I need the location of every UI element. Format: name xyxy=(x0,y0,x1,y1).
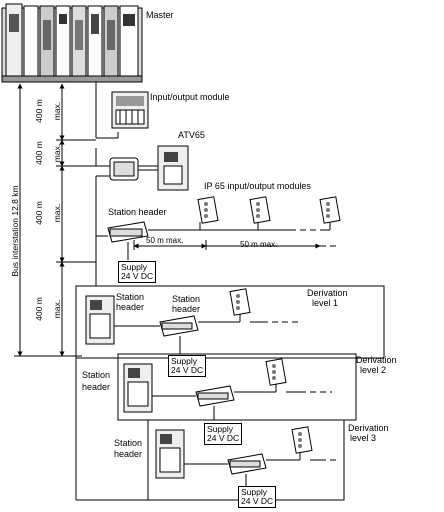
plc-rack-icon xyxy=(1,3,143,83)
ip65-module-level-2-icon xyxy=(265,358,287,386)
master-label: Master xyxy=(146,10,174,20)
derivation-level-3-title: Derivation xyxy=(348,423,389,433)
supply-box-level-3: Supply 24 V DC xyxy=(238,486,277,508)
ip65-modules-label: IP 65 input/output modules xyxy=(204,181,311,191)
seg2-max: max. xyxy=(52,143,62,163)
station-level-2-icon xyxy=(123,363,153,413)
ip65-module-icon-2 xyxy=(249,196,271,224)
derivation-level-2-frame xyxy=(117,353,357,421)
station-level-2-label: Station xyxy=(82,370,111,380)
atv65-drive-icon xyxy=(157,145,189,191)
supply-line2: 24 V DC xyxy=(241,496,274,506)
station-header-level-2-icon xyxy=(195,385,235,407)
span-50m-label-a: 50 m max. xyxy=(146,236,184,245)
station-level-3-icon xyxy=(155,429,185,479)
derivation-level-3-sub: level 3 xyxy=(350,433,377,443)
supply-line1: Supply xyxy=(121,262,147,272)
station-level-1-icon xyxy=(85,295,115,345)
span-50m-label-b: 50 m max. xyxy=(240,240,278,249)
station-level-2-header-label: header xyxy=(82,382,111,392)
station-header-icon xyxy=(107,221,149,243)
supply-box-level-0: Supply 24 V DC xyxy=(118,261,157,283)
seg3-max: max. xyxy=(52,203,62,223)
supply-line2: 24 V DC xyxy=(171,365,204,375)
supply-box-level-1: Supply 24 V DC xyxy=(168,355,207,377)
derivation-level-2-title: Derivation xyxy=(356,355,397,365)
seg1-400m: 400 m xyxy=(34,99,44,123)
supply-line1: Supply xyxy=(207,424,233,434)
derivation-level-1-sub: level 1 xyxy=(312,298,339,308)
ip65-module-level-1-icon xyxy=(229,288,251,316)
bus-interstation-label: Bus interstation 12.8 km xyxy=(10,185,20,277)
io-module-icon xyxy=(111,91,149,129)
station-level-3-header-label: header xyxy=(114,449,143,459)
station-header-level-1-top: Station xyxy=(172,294,201,304)
ip65-module-icon-3 xyxy=(319,196,341,224)
station-level-1-header-label: header xyxy=(116,302,145,312)
ip65-module-level-3-icon xyxy=(291,426,313,454)
station-header-label: Station header xyxy=(108,207,167,217)
seg4-400m: 400 m xyxy=(34,297,44,321)
station-level-1-label: Station xyxy=(116,292,145,302)
seg1-max: max. xyxy=(52,101,62,121)
supply-line2: 24 V DC xyxy=(121,271,154,281)
station-header-level-1-bottom: header xyxy=(172,304,201,314)
seg4-max: max. xyxy=(52,299,62,319)
station-level-3-label: Station xyxy=(114,438,143,448)
supply-line1: Supply xyxy=(171,356,197,366)
derivation-level-2-sub: level 2 xyxy=(360,365,387,375)
station-header-level-3-icon xyxy=(227,453,267,475)
seg2-400m: 400 m xyxy=(34,141,44,165)
supply-line1: Supply xyxy=(241,487,267,497)
supply-line2: 24 V DC xyxy=(207,433,240,443)
atv65-label: ATV65 xyxy=(178,130,205,140)
derivation-level-1-frame xyxy=(75,285,385,359)
station-header-level-1-icon xyxy=(159,315,199,337)
junction-box-icon xyxy=(109,157,139,181)
derivation-level-1-title: Derivation xyxy=(307,288,348,298)
seg3-400m: 400 m xyxy=(34,201,44,225)
ip65-module-icon-1 xyxy=(197,196,219,224)
supply-box-level-2: Supply 24 V DC xyxy=(204,423,243,445)
io-module-label: Input/output module xyxy=(150,92,230,102)
